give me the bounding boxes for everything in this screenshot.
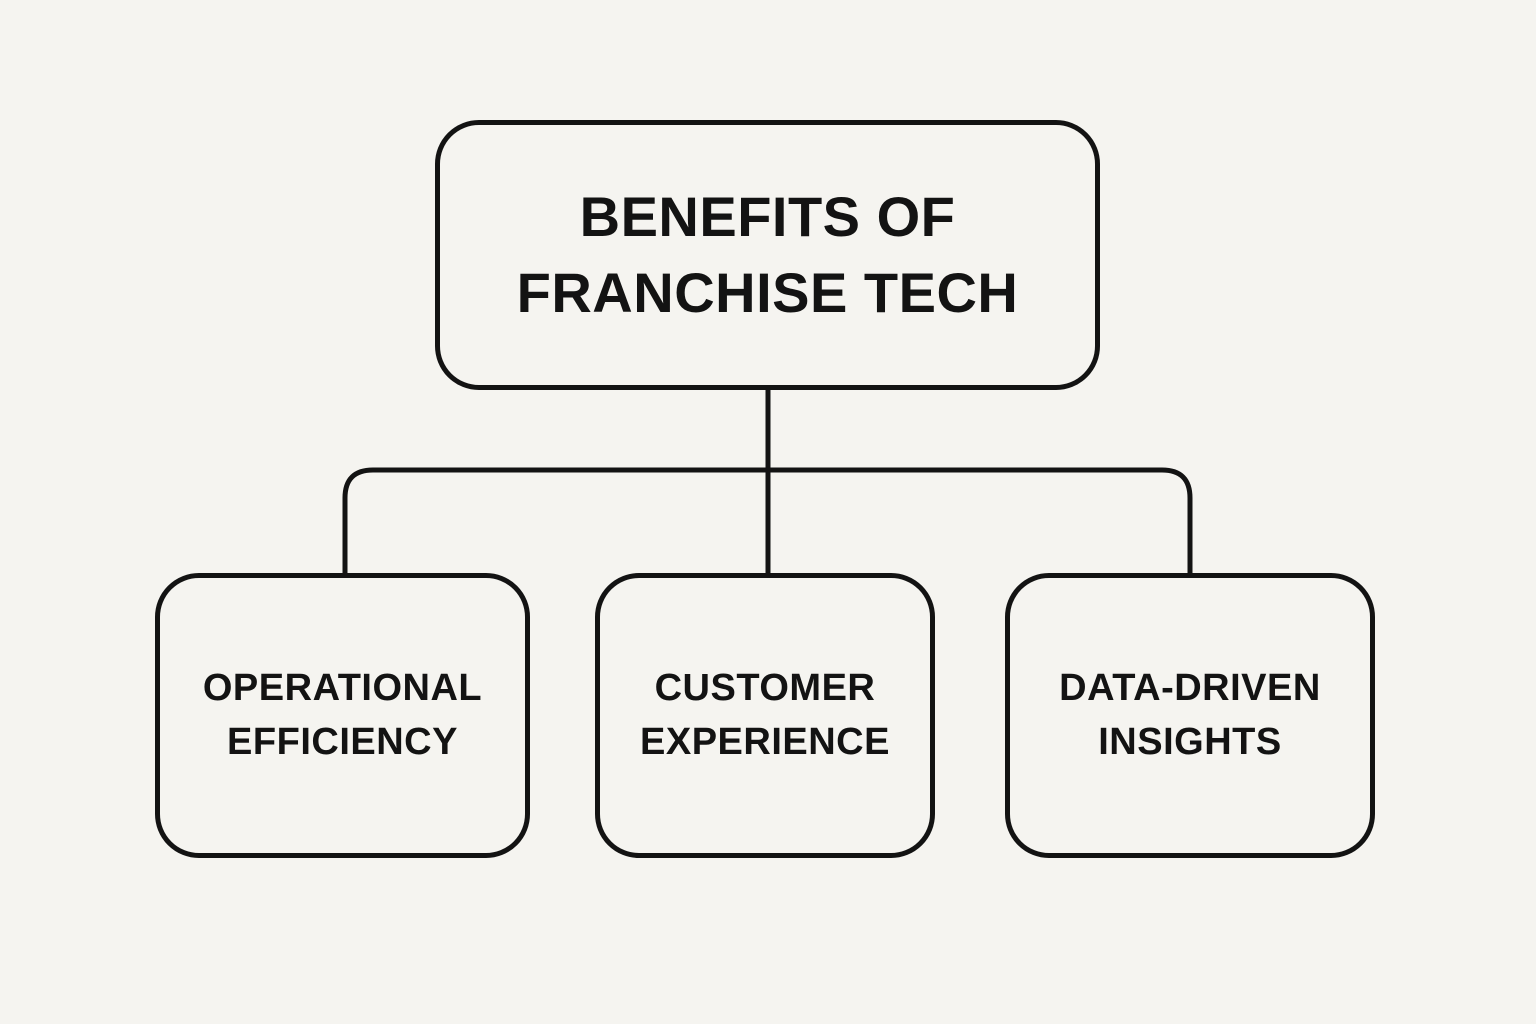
child-node-label-customer-experience: CUSTOMER EXPERIENCE: [640, 667, 890, 763]
child-node-customer-experience: CUSTOMER EXPERIENCE: [595, 573, 935, 858]
connector-bracket: [342, 467, 1193, 576]
child-node-label-data-driven-insights: DATA-DRIVEN INSIGHTS: [1059, 667, 1321, 763]
child-node-data-driven-insights: DATA-DRIVEN INSIGHTS: [1005, 573, 1375, 858]
child-node-operational-efficiency: OPERATIONAL EFFICIENCY: [155, 573, 530, 858]
root-node-label: BENEFITS OF FRANCHISE TECH: [516, 185, 1019, 324]
child-node-label-operational-efficiency: OPERATIONAL EFFICIENCY: [202, 667, 483, 763]
root-node-benefits-of-franchise-tech: BENEFITS OF FRANCHISE TECH: [435, 120, 1100, 390]
